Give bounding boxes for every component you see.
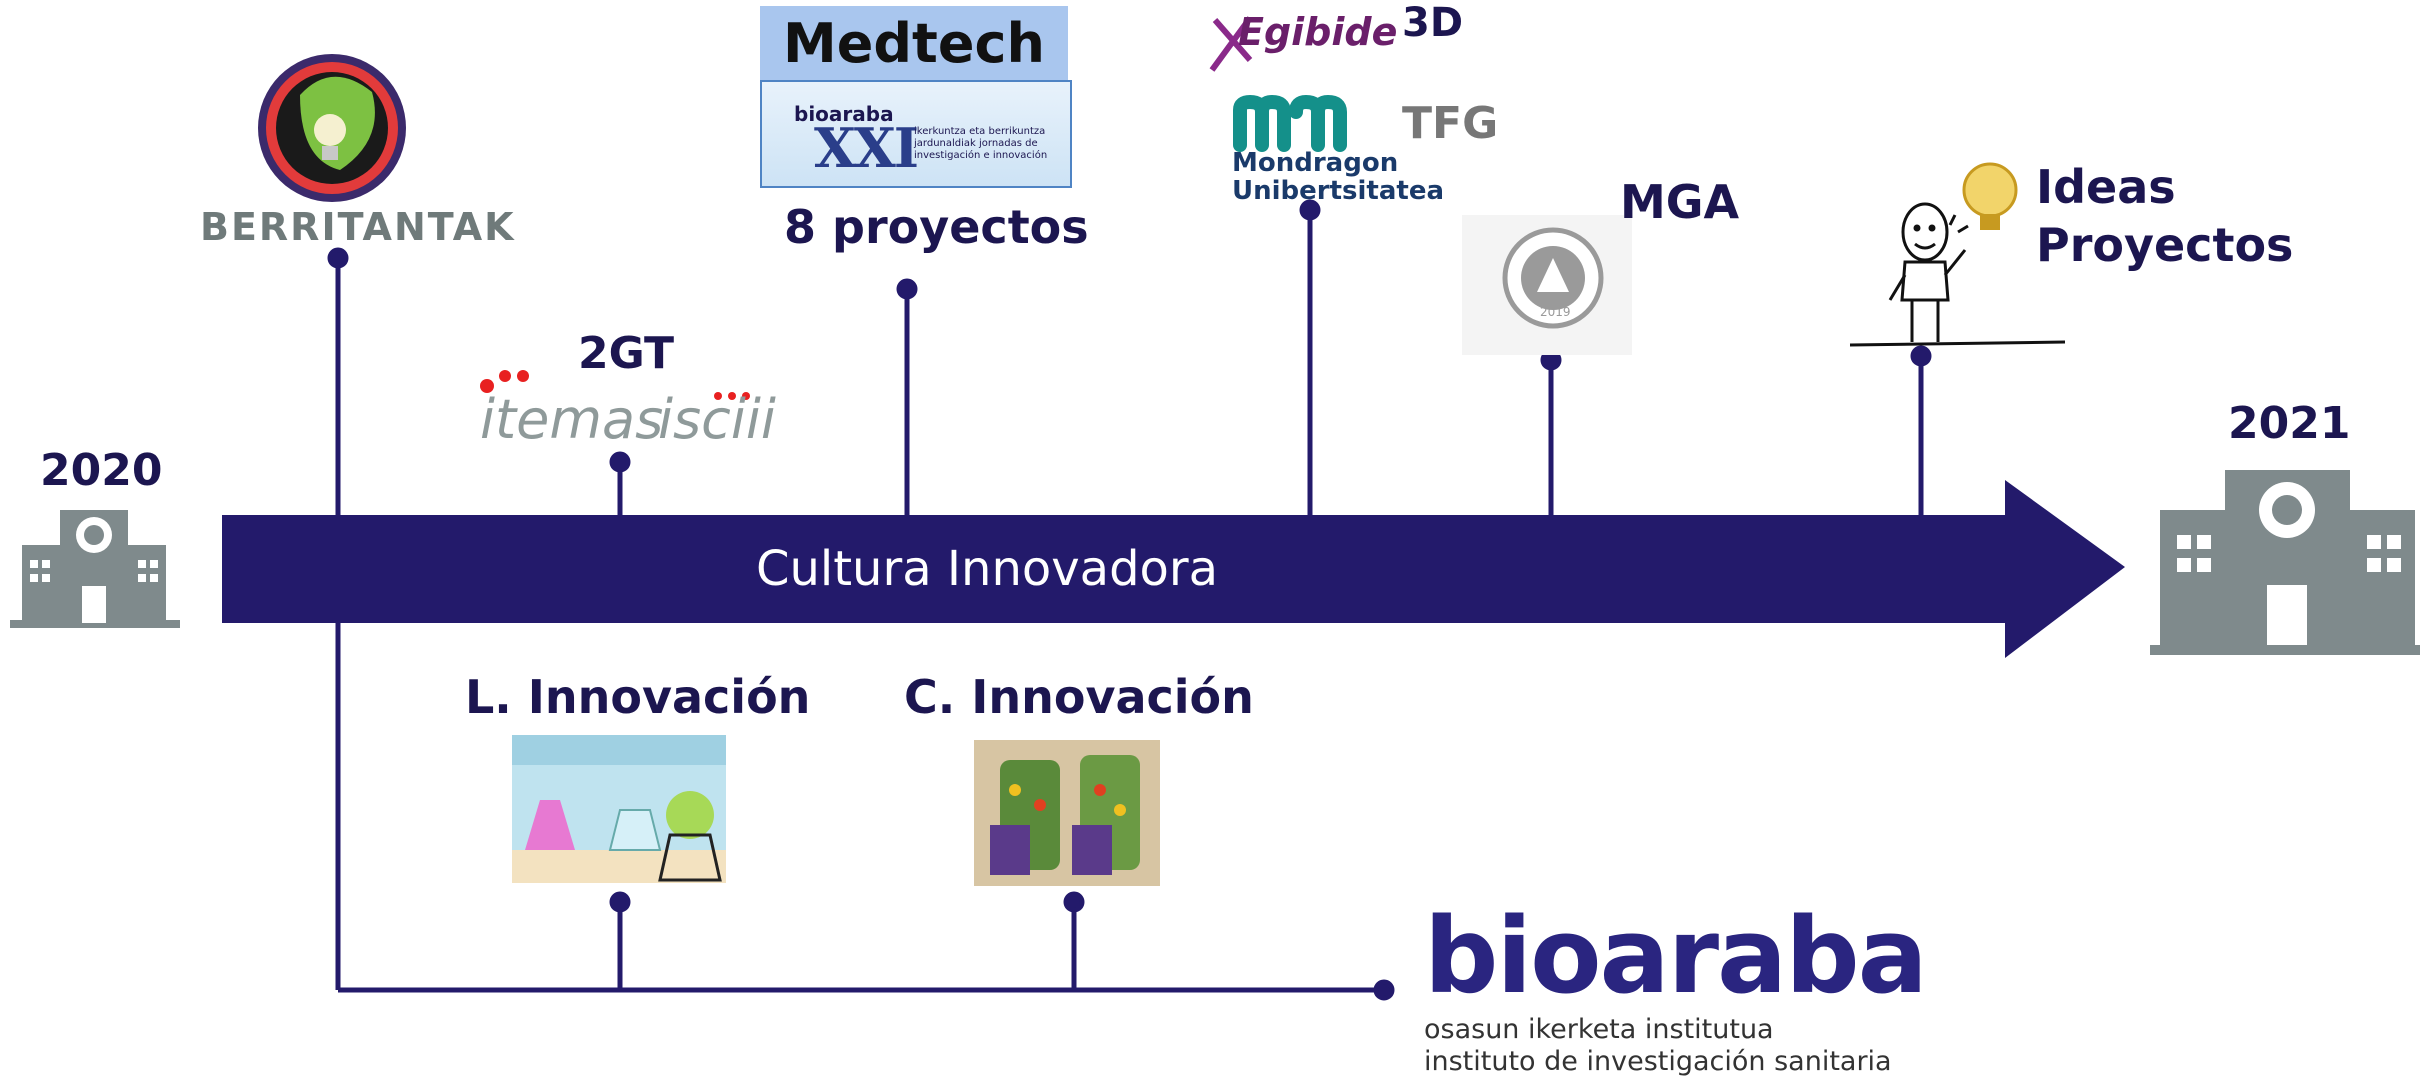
itemas-logo-icon — [480, 370, 750, 400]
start-year-label: 2020 — [40, 445, 163, 496]
mga-seal-icon: 2019 — [1462, 215, 1632, 355]
isciii-logo-text: isciii — [658, 388, 776, 451]
bioaraba-xxi-caption: ikerkuntza eta berrikuntza jardunaldiak … — [914, 126, 1048, 161]
candy-jars-image — [974, 740, 1160, 886]
mondragon-logo-text-2: Unibertsitatea — [1232, 176, 1444, 206]
egibide-logo-icon — [1209, 16, 1253, 72]
c-innovacion-label: C. Innovación — [904, 670, 1254, 724]
end-year-label: 2021 — [2228, 398, 2351, 449]
berritantak-logo-text: BERRITANTAK — [200, 205, 516, 249]
bioaraba-xxi-logo: bioaraba XXI ikerkuntza eta berrikuntza … — [760, 80, 1072, 188]
mga-seal-year: 2019 — [1540, 305, 1571, 319]
3d-label: 3D — [1402, 0, 1464, 46]
egibide-logo-text: Egibide — [1238, 10, 1398, 54]
hospital-2021-icon — [2150, 470, 2420, 655]
timeline-arrow — [222, 480, 2125, 658]
dot-2gt — [609, 451, 631, 473]
berritantak-logo-icon — [258, 54, 406, 202]
dot-bioaraba — [1373, 979, 1395, 1001]
bioaraba-xxi-logo-text: bioaraba — [794, 102, 894, 126]
ideas-person-icon — [1849, 202, 2066, 347]
ideas-label: Ideas — [2036, 160, 2176, 214]
dot-c-innovacion — [1063, 891, 1085, 913]
dot-tfg — [1299, 199, 1321, 221]
lightbulb-icon — [1962, 162, 2018, 230]
bioaraba-subtitle-es: instituto de investigación sanitaria — [1424, 1046, 1892, 1077]
ideas-proyectos-label: Proyectos — [2036, 218, 2294, 272]
itemas-logo-text: itemas — [480, 388, 664, 451]
tfg-label: TFG — [1402, 98, 1499, 149]
mondragon-logo-text-1: Mondragon — [1232, 148, 1399, 178]
bioaraba-subtitle-eu: osasun ikerketa institutua — [1424, 1014, 1774, 1045]
2gt-label: 2GT — [578, 328, 674, 379]
timeline-banner-label: Cultura Innovadora — [755, 541, 1219, 597]
dot-l-innovacion — [609, 891, 631, 913]
mga-label: MGA — [1620, 175, 1740, 229]
hospital-2020-icon — [10, 510, 180, 628]
xxi-text: XXI — [814, 116, 919, 180]
medtech-logo: Medtech — [760, 6, 1068, 80]
l-innovacion-label: L. Innovación — [465, 670, 811, 724]
proyectos-label: 8 proyectos — [784, 200, 1089, 254]
mondragon-logo-icon — [1233, 94, 1347, 152]
dot-berritantak — [327, 247, 349, 269]
laboratory-image — [512, 735, 726, 883]
bioaraba-logo: bioaraba — [1424, 895, 1928, 1017]
dot-ideas — [1910, 345, 1932, 367]
dot-proyectos — [896, 278, 918, 300]
